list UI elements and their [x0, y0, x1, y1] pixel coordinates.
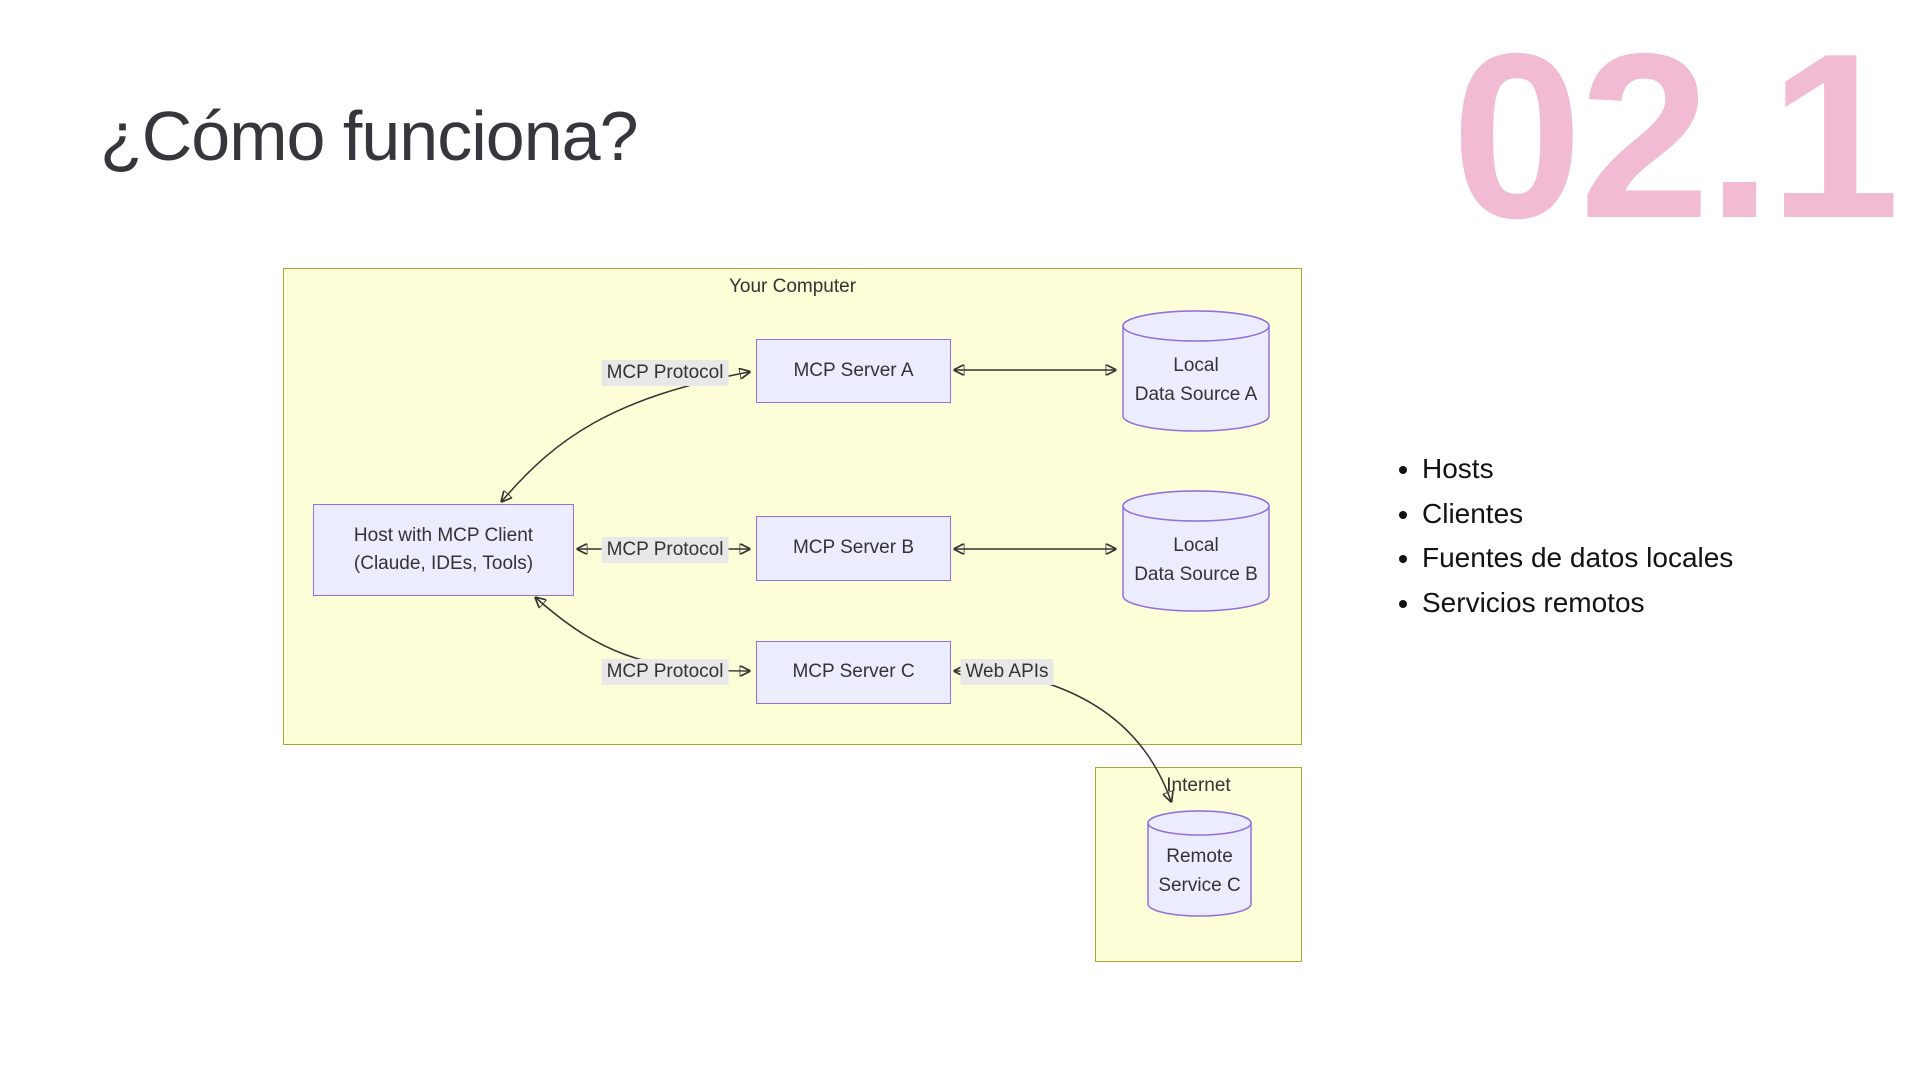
data-b-line2: Data Source B [1134, 564, 1258, 585]
remote-c-line2: Service C [1158, 875, 1241, 896]
bullet-item: Servicios remotos [1422, 586, 1733, 620]
data-source-b-label: Local Data Source B [1121, 489, 1271, 613]
bullet-item: Clientes [1422, 497, 1733, 531]
section-number: 02.1 [1451, 4, 1900, 267]
host-label-line2: (Claude, IDEs, Tools) [353, 553, 534, 574]
edge-label-mcp-protocol-b: MCP Protocol [601, 537, 729, 563]
data-a-line1: Local [1173, 354, 1219, 376]
cluster-internet: Internet Remote Service C [1095, 767, 1302, 962]
server-b-label: MCP Server B [792, 537, 915, 559]
cluster-your-computer-label: Your Computer [728, 276, 857, 297]
bullet-item: Hosts [1422, 452, 1733, 486]
bullet-list: Hosts Clientes Fuentes de datos locales … [1392, 452, 1733, 630]
cluster-internet-label: Internet [1166, 775, 1231, 796]
node-local-data-source-a: Local Data Source A [1121, 309, 1271, 433]
cylinder-shape-icon [1122, 490, 1270, 612]
node-local-data-source-b: Local Data Source B [1121, 489, 1271, 613]
bullet-item: Fuentes de datos locales [1422, 541, 1733, 575]
remote-c-line1: Remote [1166, 845, 1233, 867]
server-c-label: MCP Server C [792, 661, 915, 683]
data-b-line1: Local [1173, 534, 1219, 556]
server-a-label: MCP Server A [793, 359, 914, 381]
node-mcp-server-b: MCP Server B [756, 516, 951, 581]
cylinder-shape-icon [1122, 310, 1270, 432]
data-source-a-label: Local Data Source A [1121, 309, 1271, 433]
slide-title: ¿Cómo funciona? [100, 97, 639, 175]
edge-webapis-remote [1048, 683, 1171, 801]
edge-label-web-apis: Web APIs [960, 659, 1054, 685]
cylinder-shape-icon [1147, 810, 1252, 917]
node-mcp-server-c: MCP Server C [756, 641, 951, 704]
host-label-line1: Host with MCP Client [353, 524, 534, 546]
edge-host-server-a [502, 372, 749, 501]
data-a-line2: Data Source A [1134, 384, 1258, 405]
node-remote-service-c: Remote Service C [1146, 809, 1253, 919]
edge-label-mcp-protocol-a: MCP Protocol [601, 360, 729, 386]
remote-service-c-label: Remote Service C [1146, 809, 1253, 919]
edge-label-mcp-protocol-c: MCP Protocol [601, 659, 729, 685]
cluster-your-computer: Your Computer Host with MCP Client (Clau… [283, 268, 1302, 745]
node-mcp-server-a: MCP Server A [756, 339, 951, 403]
node-host-with-mcp-client: Host with MCP Client (Claude, IDEs, Tool… [313, 504, 574, 596]
